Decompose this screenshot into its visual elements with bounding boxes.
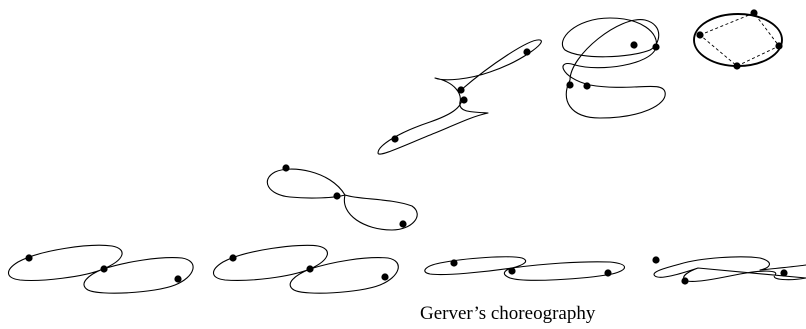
twisted-orbit: [377, 39, 542, 155]
body-point: [508, 267, 516, 275]
body-point: [399, 220, 407, 228]
body-point: [652, 256, 660, 264]
body-point: [100, 265, 108, 273]
circle-orbit: [693, 13, 783, 67]
body-point: [450, 259, 458, 267]
body-point: [733, 62, 741, 70]
body-point: [566, 81, 574, 89]
coil-choreography: [562, 17, 666, 119]
body-point: [681, 277, 689, 285]
body-point: [750, 9, 758, 17]
body-point: [381, 273, 389, 281]
circle-choreography: [693, 9, 783, 70]
two-loop-choreography-2: [212, 244, 399, 294]
body-point: [457, 86, 465, 94]
two-loop-orbit: [212, 244, 399, 294]
body-point: [775, 42, 783, 50]
body-point: [282, 164, 290, 172]
figure-eight-orbit: [266, 168, 418, 231]
body-point: [391, 135, 399, 143]
body-point: [229, 254, 237, 262]
body-point: [583, 82, 591, 90]
body-point: [696, 31, 704, 39]
body-point: [652, 43, 660, 51]
body-point: [306, 265, 314, 273]
two-loop-orbit: [653, 256, 806, 283]
figure-eight-choreography: [266, 164, 418, 231]
two-loop-choreography-3: [424, 256, 626, 281]
two-loop-choreography-4: [652, 256, 806, 285]
body-point: [630, 41, 638, 49]
coil-orbit: [562, 17, 666, 119]
body-point: [523, 48, 531, 56]
figure-caption: Gerver’s choreography: [420, 303, 596, 324]
body-point: [25, 254, 33, 262]
body-point: [174, 275, 182, 283]
body-point: [460, 96, 468, 104]
twisted-choreography: [377, 39, 542, 155]
body-point: [780, 269, 788, 277]
body-point: [333, 192, 341, 200]
body-point: [604, 269, 612, 277]
two-loop-choreography-1: [7, 244, 194, 294]
